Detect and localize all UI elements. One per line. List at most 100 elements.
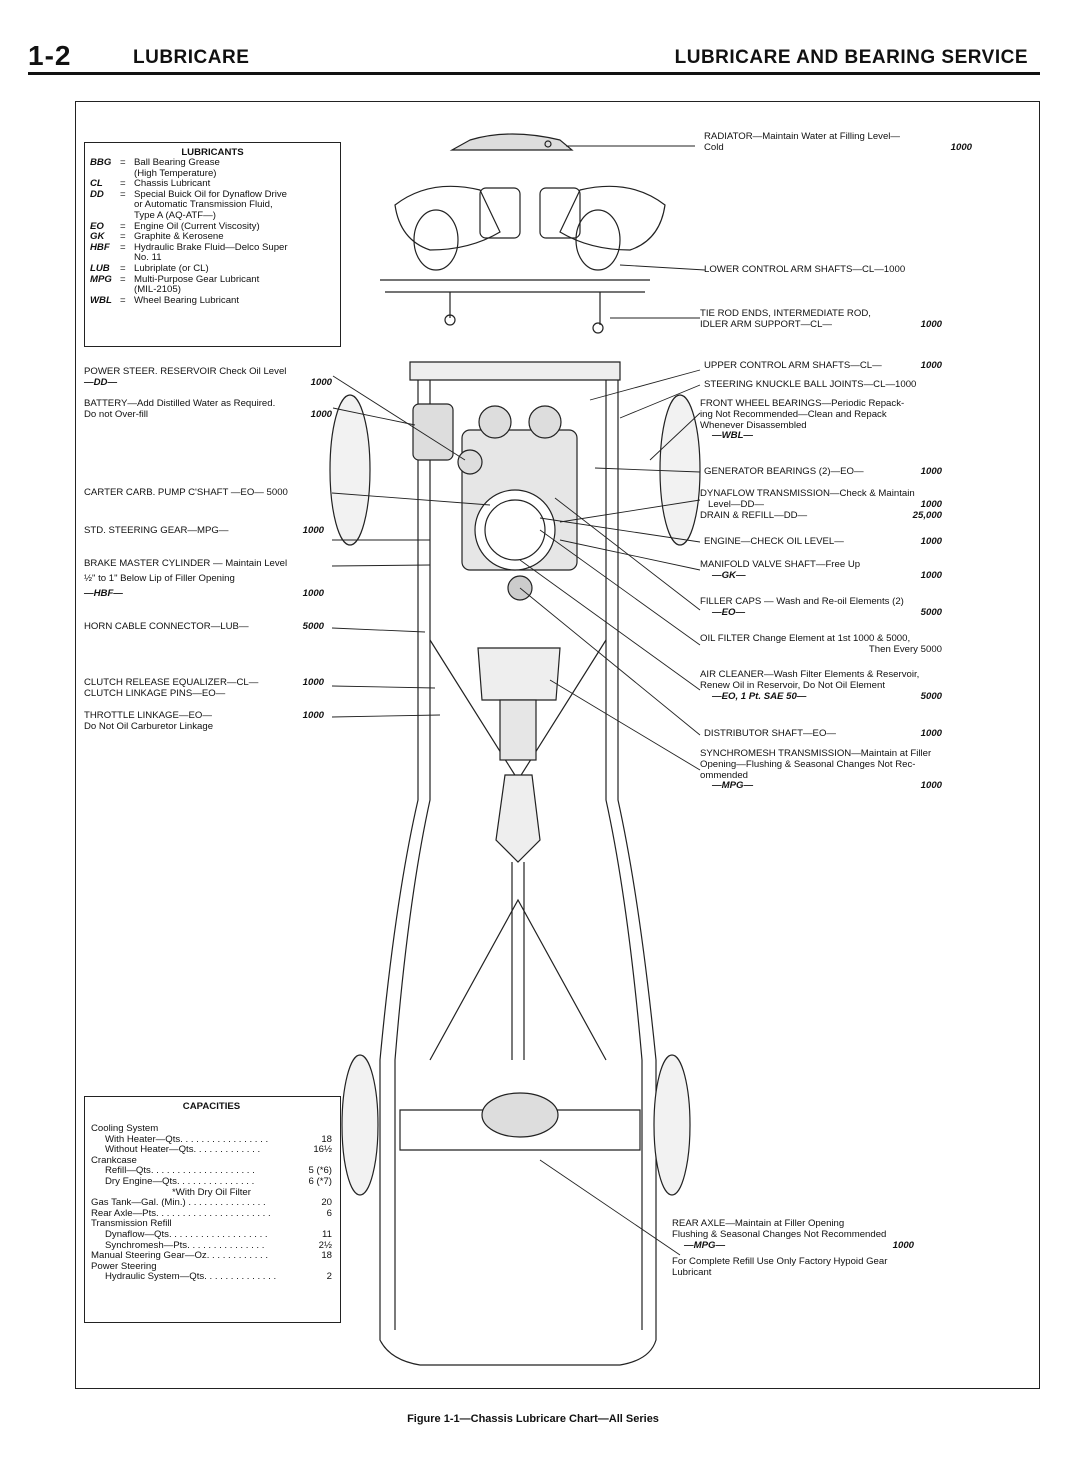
label-dynaflow-level-interval: 1000 (920, 498, 942, 510)
label-dynaflow: DYNAFLOW TRANSMISSION—Check & Maintain L… (700, 488, 970, 521)
tie-rods (380, 279, 650, 293)
label-synchromesh: SYNCHROMESH TRANSMISSION—Maintain at Fil… (700, 748, 970, 792)
figure-caption: Figure 1-1—Chassis Lubricare Chart—All S… (407, 1413, 659, 1425)
capacity-label: Power Steering (91, 1261, 157, 1272)
label-synchromesh-2: Opening—Flushing & Seasonal Changes Not … (700, 758, 916, 770)
label-battery-text: BATTERY—Add Distilled Water as Required. (84, 398, 276, 409)
label-wheel-bearings-code: —WBL— (712, 430, 754, 442)
capacity-value: 20 (321, 1197, 332, 1209)
capacity-value: 6 (326, 1207, 332, 1219)
lubricant-row: BBG=Ball Bearing Grease (85, 157, 340, 169)
label-engine-oil-text: ENGINE—CHECK OIL LEVEL— (704, 536, 844, 547)
label-synchromesh-1: SYNCHROMESH TRANSMISSION—Maintain at Fil… (700, 748, 932, 759)
lubricant-description: Wheel Bearing Lubricant (134, 294, 240, 306)
lubricant-code (90, 200, 120, 211)
left-suspension-arm (394, 185, 501, 251)
label-filler-text: FILLER CAPS — Wash and Re-oil Elements (… (700, 596, 904, 607)
label-upper-arm-interval: 1000 (920, 360, 942, 371)
lubricant-code (90, 211, 120, 222)
label-throttle-note: Do Not Oil Carburetor Linkage (84, 720, 214, 732)
label-horn: HORN CABLE CONNECTOR—LUB— 5000 (84, 621, 324, 633)
label-brake-text: BRAKE MASTER CYLINDER — Maintain Level (84, 558, 288, 569)
capacity-value: 11 (322, 1228, 332, 1240)
label-radiator-interval: 1000 (950, 141, 972, 153)
lubricant-description: Multi-Purpose Gear Lubricant (134, 273, 260, 285)
lubricant-equals: = (120, 273, 126, 285)
label-oil-filter: OIL FILTER Change Element at 1st 1000 & … (700, 633, 970, 656)
label-rear-axle: REAR AXLE—Maintain at Filler Opening Flu… (672, 1218, 942, 1279)
label-rear-axle-refill: For Complete Refill Use Only Factory Hyp… (672, 1256, 888, 1268)
radiator-shape (449, 133, 574, 151)
label-air-cleaner: AIR CLEANER—Wash Filter Elements & Reser… (700, 669, 970, 702)
capacity-label: Refill—Qts. . . . . . . . . . . . . . . … (105, 1166, 255, 1177)
capacity-value: 2½ (318, 1239, 332, 1251)
label-throttle-interval: 1000 (302, 710, 324, 721)
lubricant-code: GK (90, 231, 105, 243)
label-tie-rod-interval: 1000 (920, 318, 942, 330)
label-air-cleaner-interval: 5000 (920, 690, 942, 702)
label-radiator-text: RADIATOR—Maintain Water at Filling Level… (704, 131, 901, 142)
lubricant-equals (120, 211, 134, 222)
label-upper-control-arm: UPPER CONTROL ARM SHAFTS—CL—1000 (704, 360, 942, 372)
label-clutch: CLUTCH RELEASE EQUALIZER—CL—1000 CLUTCH … (84, 677, 324, 700)
capacity-row: Gas Tank—Gal. (Min.) . . . . . . . . . .… (91, 1198, 332, 1209)
lubricants-list: BBG=Ball Bearing Grease(High Temperature… (85, 157, 340, 306)
capacity-label: Crankcase (91, 1155, 137, 1166)
capacity-row: Dry Engine—Qts. . . . . . . . . . . . . … (91, 1176, 332, 1188)
lubricant-description: Hydraulic Brake Fluid—Delco Super (134, 241, 288, 253)
lubricant-description: No. 11 (134, 252, 162, 264)
label-rear-axle-code: —MPG— (684, 1239, 726, 1251)
label-knuckle: STEERING KNUCKLE BALL JOINTS—CL—1000 (704, 379, 917, 390)
lubricant-row: LUB=Lubriplate (or CL) (85, 262, 340, 275)
label-power-steering-interval: 1000 (310, 376, 332, 388)
label-air-cleaner-code: —EO, 1 Pt. SAE 50— (712, 690, 807, 702)
page-number: 1-2 (28, 40, 72, 71)
label-horn-interval: 5000 (302, 621, 324, 632)
label-air-cleaner-2: Renew Oil in Reservoir, Do Not Oil Eleme… (700, 679, 886, 691)
lubricant-row: CL=Chassis Lubricant (85, 179, 340, 190)
capacity-label: Dry Engine—Qts. . . . . . . . . . . . . … (105, 1176, 255, 1187)
lubricant-code: BBG (90, 157, 112, 168)
label-battery-interval: 1000 (310, 408, 332, 420)
label-throttle-text: THROTTLE LINKAGE—EO— (84, 710, 212, 721)
transmission-tail (499, 699, 537, 761)
lubricant-row: (High Temperature) (85, 167, 340, 180)
lubricant-description: Graphite & Kerosene (134, 231, 224, 243)
label-wheel-bearings-1: FRONT WHEEL BEARINGS—Periodic Repack- (700, 398, 905, 409)
capacity-value: 18 (321, 1250, 332, 1262)
capacity-value: 18 (321, 1133, 332, 1145)
reservoir (457, 449, 483, 475)
lubricant-description: Lubriplate (or CL) (134, 262, 209, 274)
label-distributor-interval: 1000 (920, 728, 942, 739)
lubricant-equals: = (120, 241, 126, 253)
label-radiator: RADIATOR—Maintain Water at Filling Level… (704, 131, 972, 154)
tie-rod-point (592, 322, 604, 334)
capacity-label: *With Dry Oil Filter (172, 1187, 251, 1198)
label-carter-carb: CARTER CARB. PUMP C'SHAFT —EO— 5000 (84, 487, 288, 498)
label-manifold-text: MANIFOLD VALVE SHAFT—Free Up (700, 559, 861, 570)
capacity-label: Transmission Refill (91, 1219, 172, 1230)
label-engine-oil: ENGINE—CHECK OIL LEVEL—1000 (704, 536, 942, 548)
label-dynaflow-level: Level—DD— (708, 498, 764, 510)
label-horn-text: HORN CABLE CONNECTOR—LUB— (84, 621, 249, 632)
lubricant-equals: = (120, 294, 126, 306)
lubricant-description: (High Temperature) (134, 167, 217, 179)
lubricant-code: LUB (90, 262, 110, 274)
label-synchromesh-interval: 1000 (920, 780, 942, 792)
capacity-row: Crankcase (91, 1156, 332, 1167)
label-tie-rod-idler: IDLER ARM SUPPORT—CL— (700, 318, 833, 330)
lubricant-row: GK=Graphite & Kerosene (85, 232, 340, 243)
label-power-steering-text: POWER STEER. RESERVOIR Check Oil Level (84, 366, 287, 377)
label-synchromesh-code: —MPG— (712, 780, 754, 792)
lubricant-row: EO=Engine Oil (Current Viscosity) (85, 221, 340, 233)
right-spring (539, 187, 581, 239)
label-distributor-text: DISTRIBUTOR SHAFT—EO— (704, 728, 837, 739)
lubricant-equals: = (120, 188, 126, 200)
label-generator-interval: 1000 (920, 466, 942, 477)
label-power-steering-code: —DD— (84, 376, 118, 388)
capacity-value: 5 (*6) (308, 1165, 332, 1177)
radiator-cap (544, 140, 552, 148)
lubricant-row: Type A (AQ-ATF—) (85, 210, 340, 222)
air-cleaner (528, 405, 562, 439)
